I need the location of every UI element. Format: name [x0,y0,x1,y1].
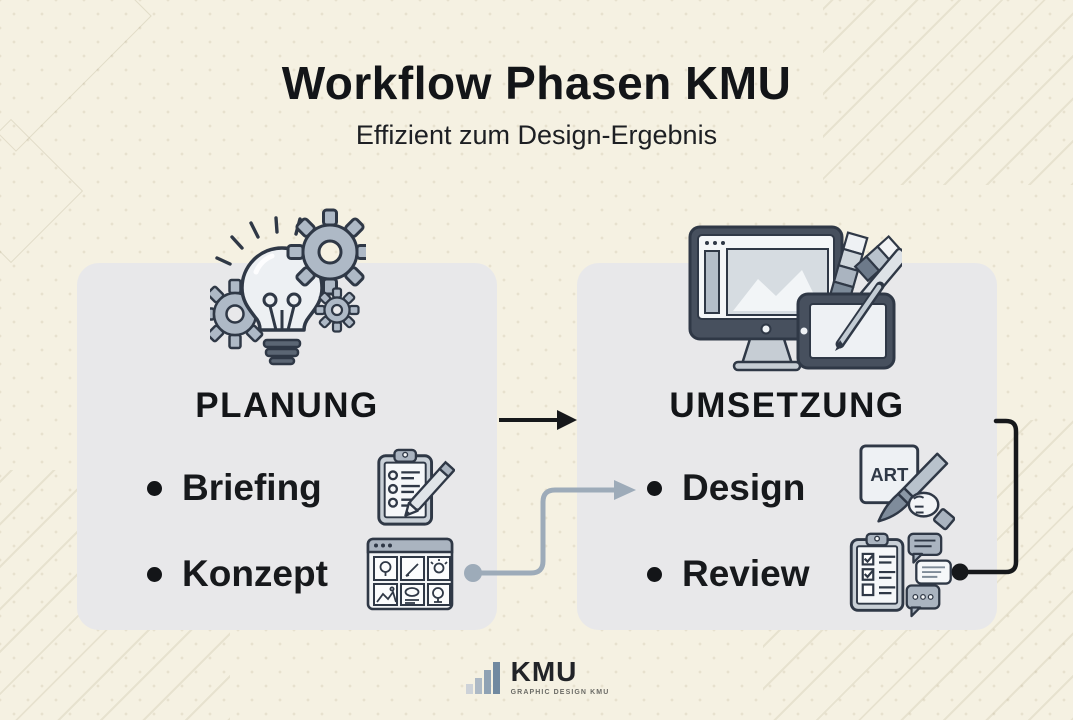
bar-chart-logo-icon [464,660,502,696]
list-item-konzept: Konzept [77,530,497,618]
list-item-review: Review [577,530,997,618]
art-hand-paintbrush-icon: ART [853,442,955,534]
clipboard-checklist-pencil-icon [371,446,455,530]
bullet-icon [147,566,162,582]
page-subtitle: Effizient zum Design-Ergebnis [355,120,718,150]
item-label-briefing: Briefing [182,467,322,508]
monitor-tablet-design-icon [688,224,902,372]
list-item-design: Design ART [577,444,997,532]
clipboard-checks-chat-icon [847,530,955,618]
item-label-review: Review [682,553,810,594]
brand-logo: KMU GRAPHIC DESIGN KMU [0,658,1073,696]
browser-wireframe-icon [365,536,455,612]
bullet-icon [147,480,162,496]
list-item-briefing: Briefing [77,444,497,532]
item-label-design: Design [682,467,806,508]
art-label: ART [870,464,909,485]
bullet-icon [647,480,662,496]
bullet-icon [647,566,662,582]
lightbulb-gears-icon [210,206,366,368]
item-label-konzept: Konzept [182,553,328,594]
background-stripes-top-right [823,0,1073,185]
brand-tagline: GRAPHIC DESIGN KMU [510,689,610,696]
phase-title-umsetzung: UMSETZUNG [669,386,905,425]
phase-title-planung: PLANUNG [195,386,379,425]
brand-name: KMU [510,656,578,687]
page-title: Workflow Phasen KMU [281,57,792,109]
